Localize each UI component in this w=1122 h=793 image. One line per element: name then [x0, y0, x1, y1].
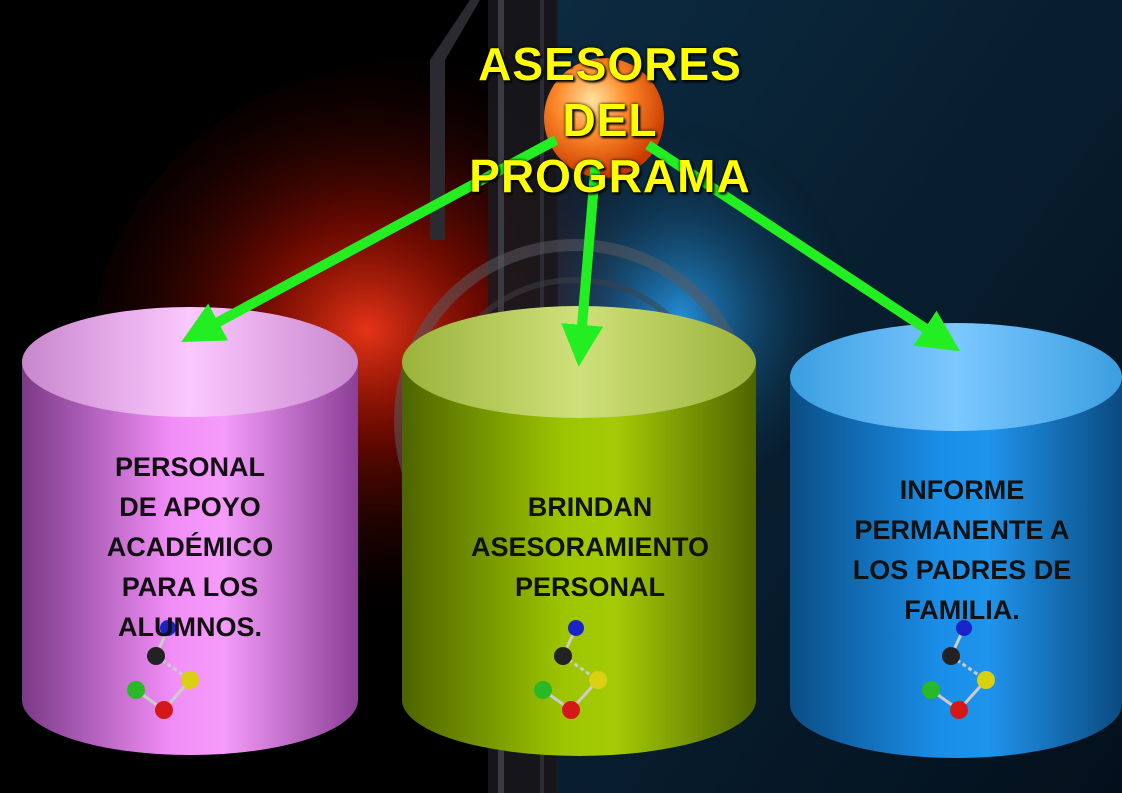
arrow-1: [181, 135, 559, 342]
arrow-2: [561, 159, 604, 367]
cylinder-3: [790, 323, 1122, 758]
node-line: ASESORAMIENTO: [470, 532, 710, 562]
node-line: PERSONAL: [514, 572, 666, 602]
cylinder-1: [22, 307, 358, 755]
node-line: PARA LOS: [121, 572, 259, 602]
title-line: PROGRAMA: [469, 150, 751, 202]
molecule-icon: [922, 620, 995, 719]
node-line: INFORME: [899, 475, 1025, 505]
title-line: ASESORES: [478, 38, 742, 90]
node-line: BRINDAN: [527, 492, 653, 522]
node-label-personal: PERSONAL DE APOYO ACADÉMICO PARA LOS ALU…: [40, 447, 340, 647]
node-line: ALUMNOS.: [118, 612, 262, 642]
node-line: PERSONAL: [114, 452, 266, 482]
molecule-icon: [127, 620, 199, 719]
node-label-informe: INFORME PERMANENTE A LOS PADRES DE FAMIL…: [800, 470, 1122, 630]
arrow-3: [645, 140, 961, 352]
node-label-brindan: BRINDAN ASESORAMIENTO PERSONAL: [420, 487, 760, 607]
node-line: ACADÉMICO: [106, 532, 274, 562]
molecule-icon: [534, 620, 607, 719]
node-line: DE APOYO: [119, 492, 261, 522]
title-line: DEL: [562, 94, 658, 146]
node-line: PERMANENTE A: [854, 515, 1070, 545]
diagram-title: ASESORES DEL PROGRAMA: [440, 36, 780, 204]
node-line: FAMILIA.: [904, 595, 1020, 625]
hub-circle: [544, 58, 664, 178]
node-line: LOS PADRES DE: [852, 555, 1072, 585]
